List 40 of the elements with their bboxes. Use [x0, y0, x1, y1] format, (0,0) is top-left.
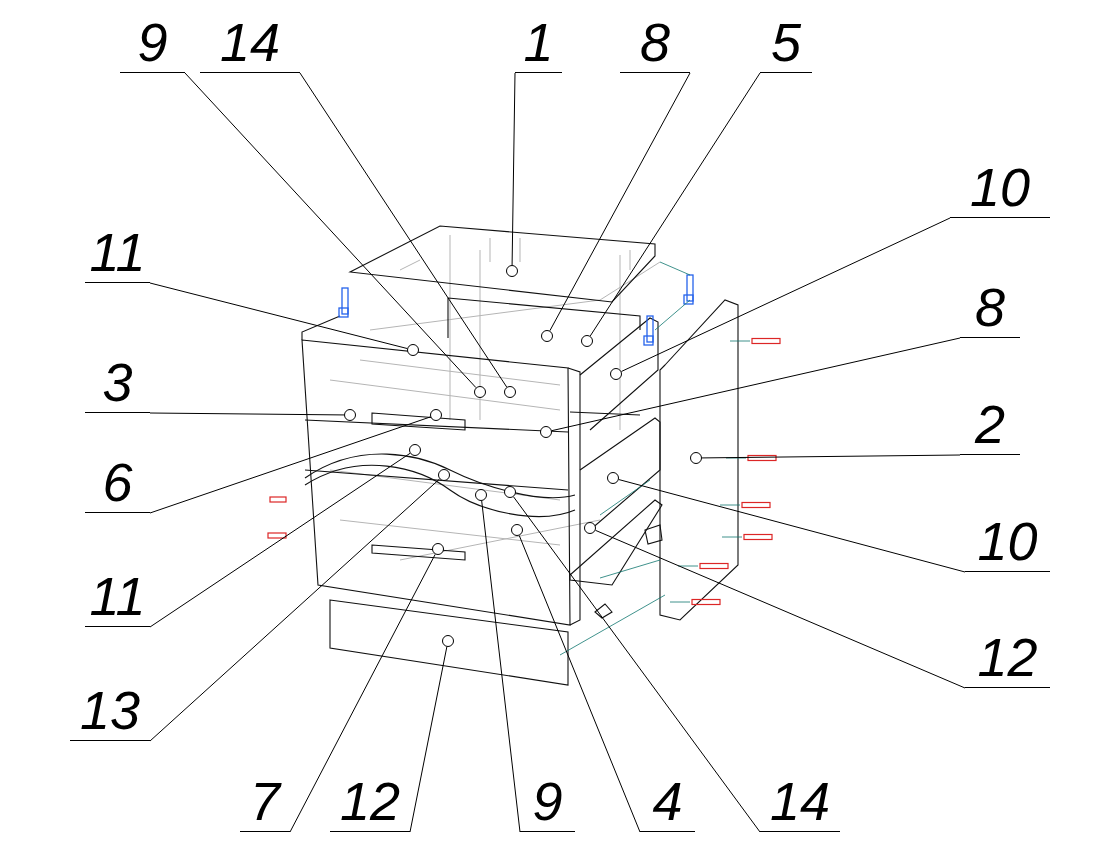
leader-line	[149, 412, 345, 416]
leader-line	[149, 452, 411, 628]
leader-line	[149, 478, 441, 742]
callout-number: 7	[240, 770, 290, 832]
callout-number: 12	[965, 626, 1050, 688]
leader-line	[149, 282, 408, 349]
callout-number: 5	[760, 11, 812, 73]
callout-number: 8	[960, 276, 1020, 338]
callout-number: 3	[85, 351, 150, 413]
leader-line	[409, 646, 448, 833]
leader-line	[149, 416, 431, 514]
callout-number: 9	[120, 11, 185, 73]
callout-number: 11	[85, 565, 150, 627]
leader-line	[549, 72, 691, 332]
callout-number: 6	[85, 451, 150, 513]
leader-line	[618, 479, 966, 573]
leader-line	[518, 535, 641, 833]
callout-number: 13	[70, 679, 150, 741]
callout-number: 11	[85, 221, 150, 283]
leader-line	[701, 454, 961, 459]
leader-line	[551, 337, 961, 432]
callout-number: 2	[960, 393, 1020, 455]
leader-line	[511, 72, 516, 266]
leader-line	[299, 72, 508, 388]
callout-number: 9	[520, 770, 575, 832]
leader-line	[620, 217, 951, 372]
leader-line	[184, 72, 477, 389]
leader-line	[289, 553, 436, 833]
leader-line	[595, 529, 966, 689]
callout-number: 8	[620, 11, 690, 73]
leader-line	[589, 72, 761, 337]
callout-number: 1	[515, 11, 562, 73]
callout-number: 14	[200, 11, 300, 73]
callout-number: 12	[330, 770, 410, 832]
leader-line	[481, 500, 521, 833]
callout-number: 10	[965, 510, 1050, 572]
leader-line	[513, 496, 761, 833]
callout-number: 4	[640, 770, 695, 832]
callout-number: 14	[760, 770, 840, 832]
callout-number: 10	[950, 156, 1050, 218]
